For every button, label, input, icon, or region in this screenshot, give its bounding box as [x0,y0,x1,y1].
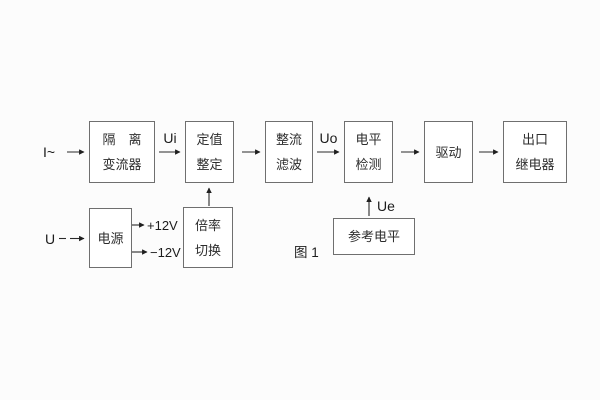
block-reference-level: 参考电平 [333,218,415,255]
label-ue: Ue [377,198,395,214]
block-text-line: 切换 [194,242,221,258]
block-text-line: 定值 [196,132,223,147]
block-text-line: 继电器 [515,157,555,172]
block-text-line: 电源 [97,230,124,246]
block-isolation-transformer: 隔 离 变流器 [89,121,155,183]
label-input-current: I~ [43,144,56,160]
block-level-detection: 电平 检测 [344,121,393,183]
block-value-setting: 定值 整定 [185,121,234,183]
block-text-line: 隔 离 [102,132,142,147]
block-text-line: 驱动 [435,144,462,160]
block-text-line: 滤波 [275,157,302,172]
block-text-line: 整定 [196,157,223,172]
block-text-line: 出口 [521,132,548,147]
block-power-supply: 电源 [89,208,132,268]
figure-caption: 图 1 [294,245,319,260]
label-minus-12v: −12V [150,245,181,260]
block-rectify-filter: 整流 滤波 [265,121,313,183]
block-text-line: 检测 [355,157,382,172]
block-text-line: 参考电平 [347,229,400,244]
block-text-line: 变流器 [102,157,142,172]
label-input-voltage: U [45,231,56,247]
label-uo: Uo [319,130,338,146]
block-drive: 驱动 [424,121,473,183]
block-output-relay: 出口 继电器 [503,121,567,183]
block-text-line: 倍率 [194,217,221,233]
block-ratio-switch: 倍率 切换 [183,207,233,268]
label-ui: Ui [163,130,177,146]
block-text-line: 电平 [355,132,382,147]
block-text-line: 整流 [275,132,302,147]
label-plus-12v: +12V [147,218,178,233]
